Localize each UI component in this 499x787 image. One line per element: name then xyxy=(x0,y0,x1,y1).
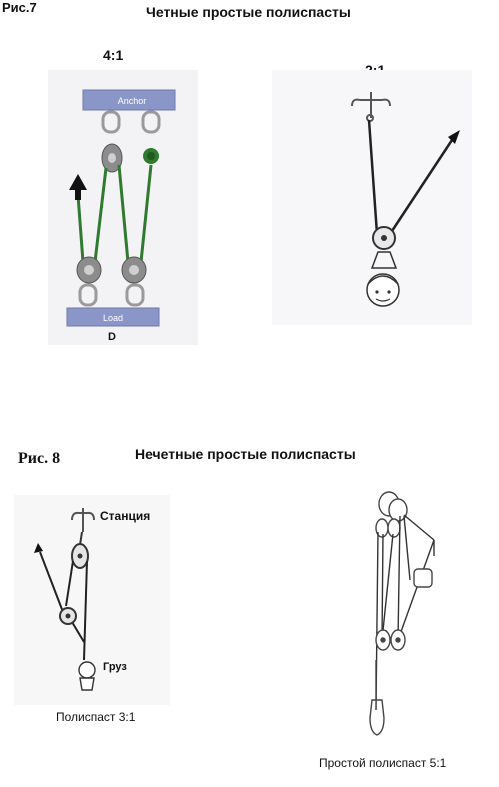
caption-5-1: Простой полиспаст 5:1 xyxy=(319,756,447,770)
ratio-4-1-label: 4:1 xyxy=(103,47,124,63)
rope-grab-icon xyxy=(413,568,433,588)
rope-knot xyxy=(143,148,159,164)
pull-arrow-up xyxy=(69,174,87,200)
load-plate-label: Load xyxy=(103,313,123,323)
carabiner-bottom-left xyxy=(78,283,98,307)
load-figure-icon xyxy=(366,273,400,307)
load-label: Груз xyxy=(103,661,127,673)
top-pulley-assembly xyxy=(375,491,408,538)
carabiner-bottom-right xyxy=(125,283,145,307)
bottom-pulley-left xyxy=(76,256,102,284)
anchor-plate xyxy=(82,89,176,111)
pull-arrow-icon xyxy=(448,130,460,144)
bottom-pulley-right xyxy=(121,256,147,284)
station-label: Станция xyxy=(100,509,150,523)
station-hook-icon xyxy=(71,508,95,532)
carabiner-top-left xyxy=(101,110,121,134)
rope-2-1 xyxy=(367,119,454,235)
anchor-plate-label: Anchor xyxy=(118,96,147,106)
station-pulley xyxy=(71,531,89,569)
middle-pulleys xyxy=(375,629,406,651)
pull-arrow-icon xyxy=(34,543,43,553)
bottom-letter: D xyxy=(108,331,116,343)
figure-8-label: Рис. 8 xyxy=(18,450,61,467)
caption-3-1: Полиспаст 3:1 xyxy=(56,710,136,724)
anchor-hook-icon xyxy=(351,92,391,122)
load-figure-icon xyxy=(78,661,96,691)
rope-3-1 xyxy=(39,551,88,661)
load-plate xyxy=(66,307,160,327)
moving-pulley-3-1 xyxy=(59,607,77,625)
green-rope xyxy=(76,164,153,263)
figure-7-title: Четные простые полиспасты xyxy=(146,4,351,20)
carabiner-top-right xyxy=(141,110,161,134)
rope-5-1 xyxy=(375,514,435,711)
top-pulley xyxy=(101,143,123,173)
bottom-carabiner-icon xyxy=(369,660,385,736)
figure-7-label: Рис.7 xyxy=(2,0,37,15)
figure-8-title: Нечетные простые полиспасты xyxy=(135,446,356,462)
moving-pulley xyxy=(370,226,398,269)
